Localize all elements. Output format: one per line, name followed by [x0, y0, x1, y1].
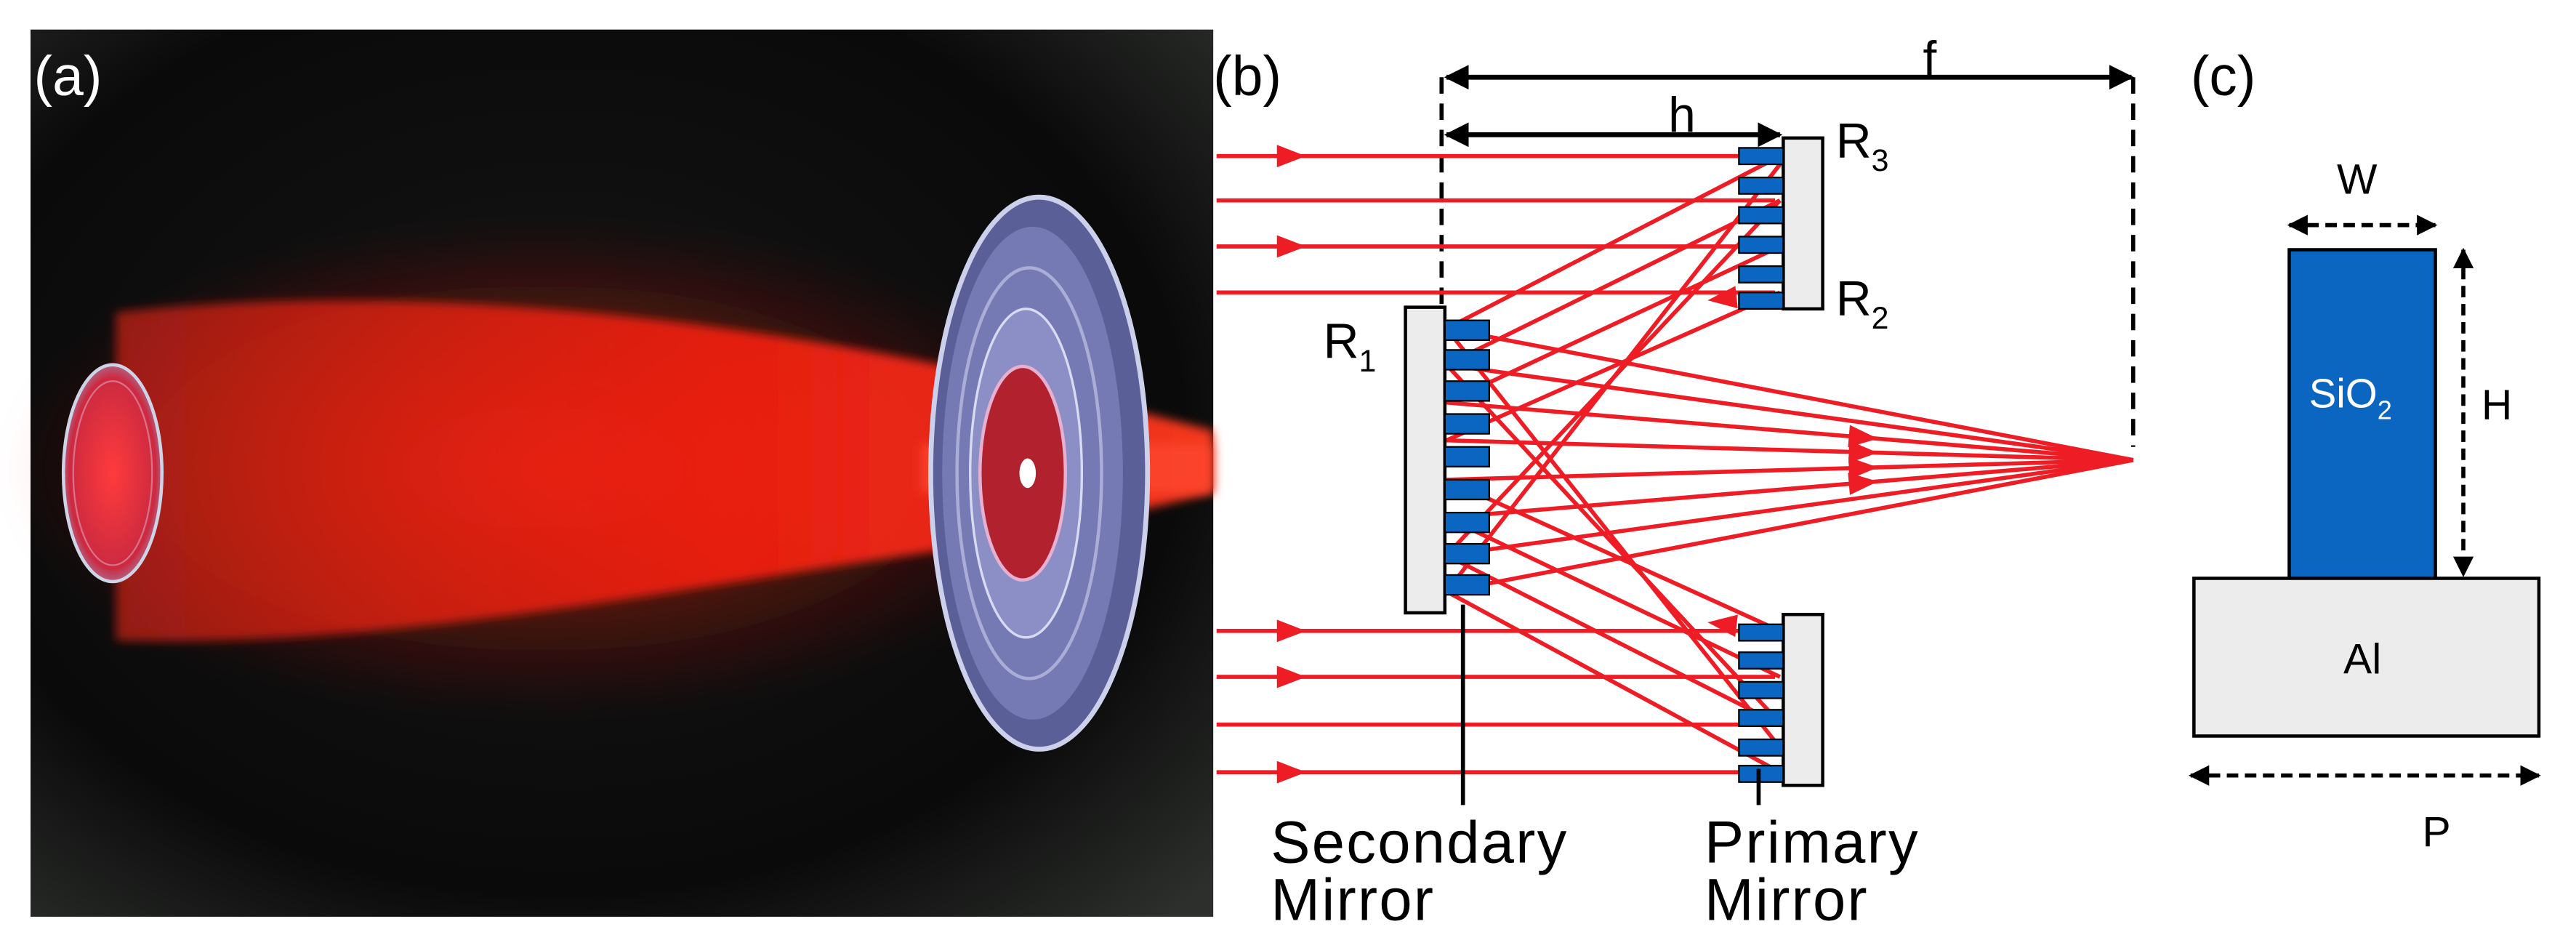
- secondary-nanopillar: [1444, 478, 1490, 501]
- secondary-mirror-label-line2: Mirror: [1271, 867, 1435, 933]
- panel-c-label: (c): [2191, 45, 2256, 108]
- primary-nanopillar: [1738, 265, 1784, 284]
- incident-ray-arrow: [1276, 235, 1306, 258]
- focused-ray: [1446, 457, 2133, 482]
- panel-a: (a): [1, 29, 1214, 917]
- crossing-ray: [1444, 163, 1782, 593]
- focused-ray: [1446, 458, 2134, 594]
- primary-nanopillar: [1738, 292, 1784, 310]
- secondary-nanopillar: [1444, 319, 1490, 341]
- r1-label: R1: [1324, 315, 1377, 379]
- reflected-ray: [1445, 154, 1782, 331]
- secondary-nanopillar: [1444, 446, 1490, 467]
- primary-nanopillar: [1738, 680, 1784, 699]
- focal-length-label: f: [1923, 32, 1936, 87]
- incident-ray-arrow: [1276, 619, 1306, 643]
- ray-diagram: [1216, 145, 2134, 784]
- panel-b-label: (b): [1213, 45, 1281, 108]
- reflected-ray: [1445, 590, 1782, 774]
- secondary-nanopillar: [1444, 574, 1490, 596]
- sio2-label: SiO2: [2309, 370, 2392, 425]
- period-label: P: [2423, 808, 2451, 856]
- panel-c: (c) W SiO2 H Al P: [2189, 45, 2541, 856]
- primary-nanopillar: [1738, 176, 1784, 195]
- primary-nanopillar: [1738, 623, 1784, 642]
- height-label: H: [2482, 381, 2512, 428]
- primary-mirror-label-line2: Mirror: [1704, 867, 1869, 933]
- small-metalens-icon: [61, 363, 164, 584]
- primary-nanopillar: [1738, 236, 1784, 254]
- secondary-nanopillar: [1444, 511, 1490, 534]
- al-substrate: [2192, 577, 2541, 738]
- primary-nanopillar: [1738, 709, 1784, 728]
- reflected-ray: [1445, 515, 1782, 679]
- secondary-nanopillar: [1444, 413, 1490, 435]
- reflected-ray: [1445, 478, 1782, 633]
- reflected-ray-arrow: [1707, 614, 1738, 638]
- r3-label: R3: [1836, 114, 1889, 178]
- incident-ray-arrow: [1276, 145, 1306, 168]
- focused-ray: [1446, 400, 2133, 462]
- reflected-ray: [1445, 290, 1782, 443]
- reflected-ray: [1445, 553, 1782, 727]
- width-label: W: [2337, 156, 2378, 204]
- large-metalens-icon: [928, 194, 1151, 752]
- focused-ray-arrow: [1848, 457, 1878, 480]
- focused-ray: [1446, 362, 2134, 462]
- focused-ray: [1446, 457, 2134, 558]
- secondary-mirror-label-line1: Secondary: [1271, 809, 1568, 875]
- al-label: Al: [2343, 636, 2381, 683]
- sio2-nanopillar: [2287, 248, 2437, 580]
- primary-nanopillar: [1738, 206, 1784, 225]
- focused-ray: [1446, 457, 2133, 520]
- crossing-ray: [1444, 327, 1782, 750]
- primary-mirror-upper-body: [1782, 136, 1824, 311]
- incident-ray-arrow: [1276, 665, 1306, 688]
- secondary-mirror-body: [1404, 305, 1447, 615]
- r2-label: R2: [1836, 272, 1889, 336]
- primary-nanopillar: [1738, 147, 1784, 166]
- focused-ray: [1446, 326, 2134, 462]
- primary-nanopillar: [1738, 765, 1784, 783]
- primary-mirror-label-line1: Primary: [1704, 809, 1920, 875]
- focused-ray-arrow: [1848, 425, 1878, 448]
- secondary-nanopillar: [1444, 349, 1490, 371]
- primary-mirror-lower-body: [1782, 612, 1824, 787]
- panel-a-label: (a): [34, 45, 102, 108]
- primary-nanopillar: [1738, 738, 1784, 757]
- secondary-nanopillar: [1444, 542, 1490, 565]
- panel-b: (b) f h R1 R3 R2 Secondary Mirror Primar…: [1213, 32, 2136, 933]
- nanopillar-array: [1444, 147, 1784, 783]
- crossing-ray: [1445, 363, 1782, 725]
- focused-ray-arrow: [1848, 441, 1878, 463]
- reflected-ray: [1445, 244, 1782, 405]
- incident-ray-arrow: [1276, 760, 1306, 784]
- focused-ray-arrow: [1848, 473, 1878, 495]
- separation-label: h: [1668, 88, 1696, 142]
- secondary-nanopillar: [1444, 380, 1490, 402]
- reflected-ray-arrow: [1707, 286, 1738, 309]
- primary-nanopillar: [1738, 651, 1784, 670]
